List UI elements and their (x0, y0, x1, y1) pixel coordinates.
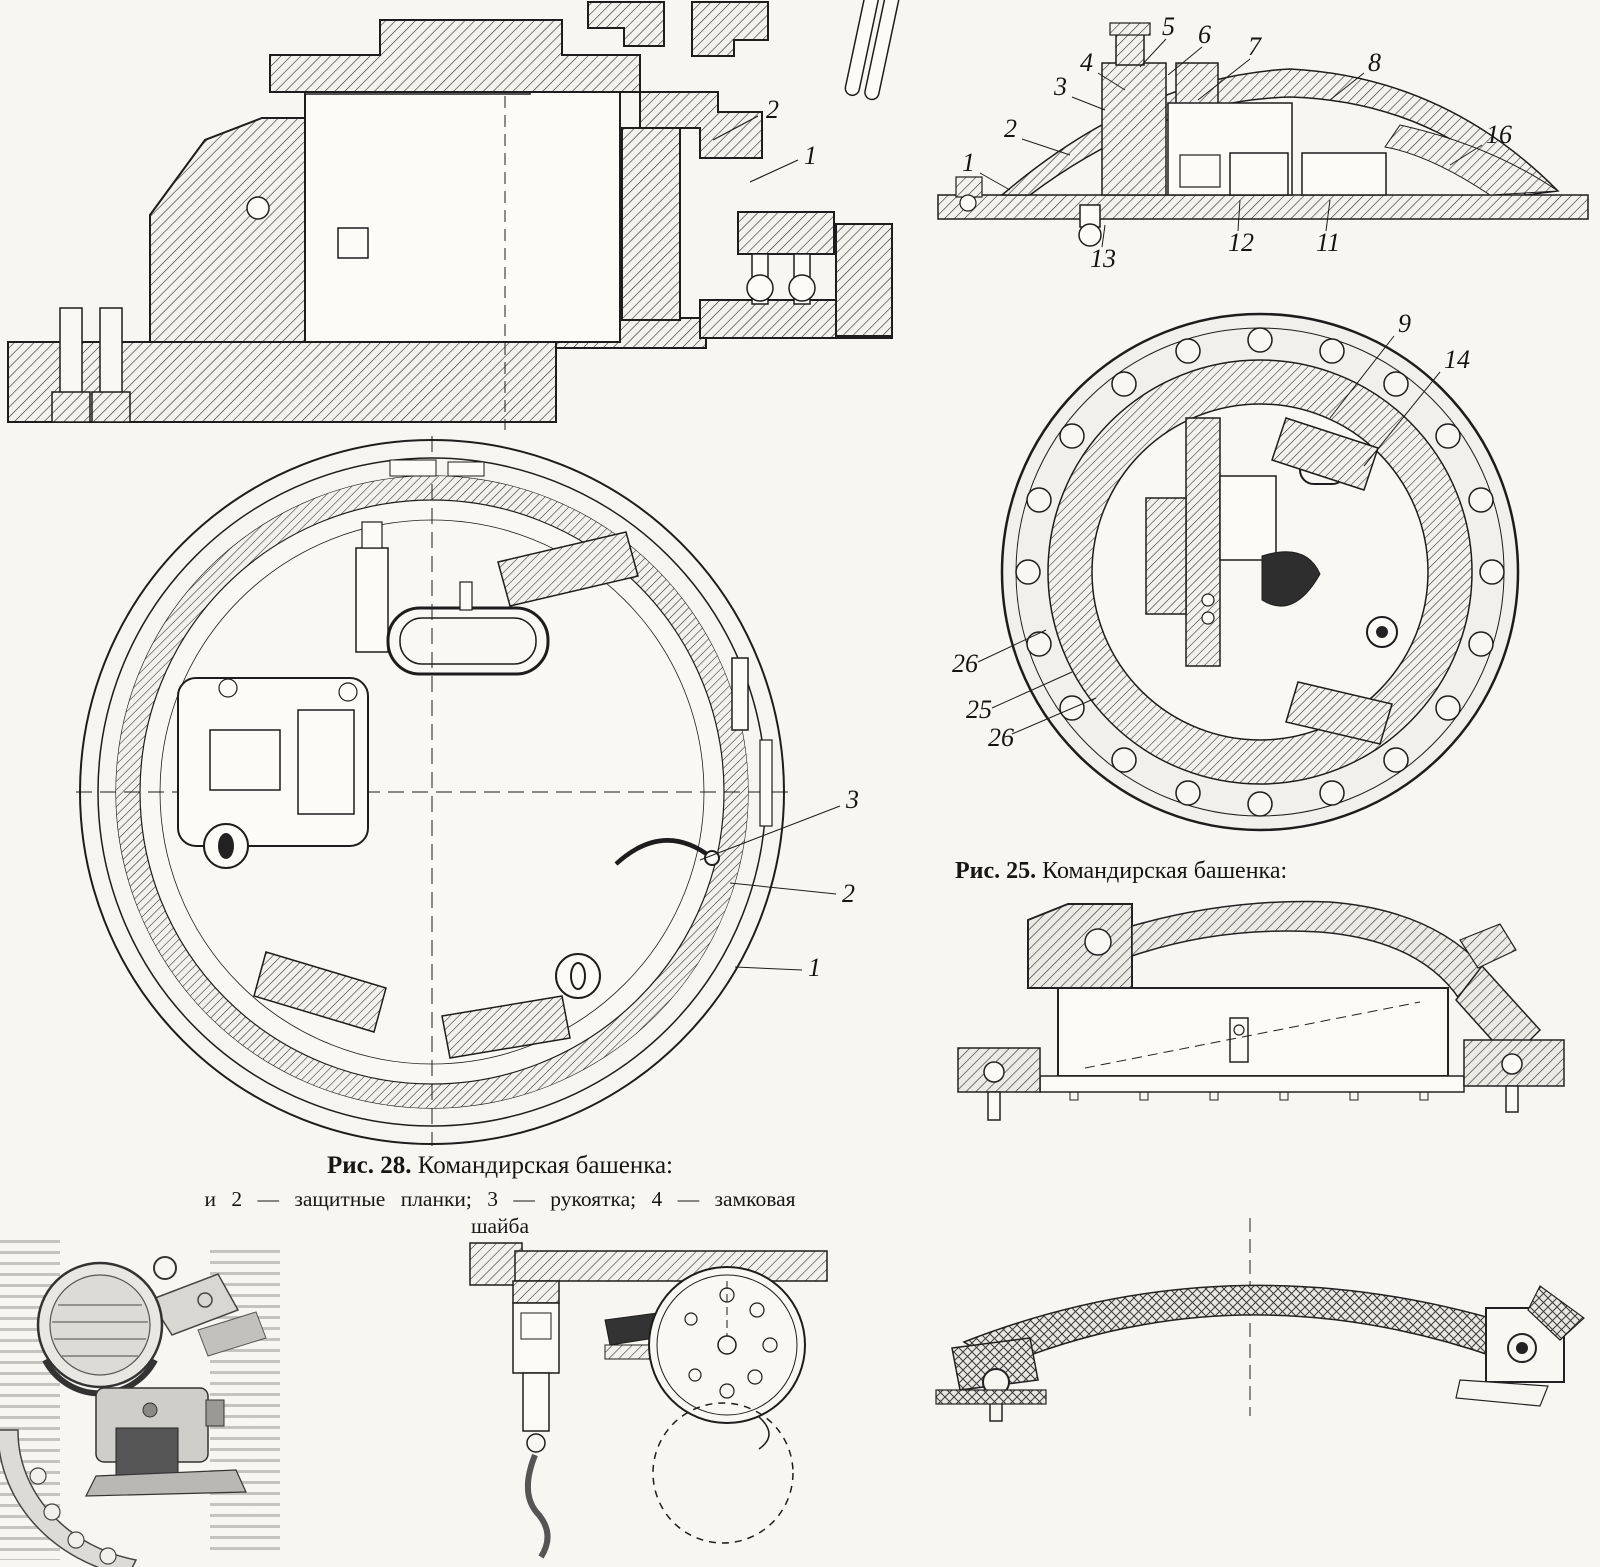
callout-label: 5 (1162, 12, 1175, 41)
callout-label: 3 (1053, 72, 1067, 101)
fig28-plan-geometry (76, 436, 841, 1146)
callout-label: 2 (1004, 114, 1017, 143)
callout-label: 1 (808, 953, 821, 982)
callout-label: 2 (766, 95, 779, 124)
callout-label: 4 (1080, 48, 1093, 77)
callout-label: 3 (845, 785, 859, 814)
mount-drawing (469, 1242, 828, 1559)
searchlight-illustration (0, 1256, 267, 1567)
fig25-plan-drawing: 9 14 26 25 26 (952, 309, 1520, 832)
fig25-caption-label: Рис. 25. (955, 858, 1037, 884)
fig25-section-geometry (937, 22, 1589, 248)
cupola-section-drawing-2 (935, 1218, 1585, 1422)
callout-label: 2 (842, 879, 855, 908)
fig28-caption: Рис. 28. Командирская башенка: и 2 — защ… (140, 1152, 860, 1240)
callout-label: 16 (1486, 120, 1512, 149)
callout-label: 13 (1090, 244, 1116, 273)
fig28-caption-body: и 2 — защитные планки; 3 — рукоятка; 4 —… (204, 1187, 796, 1211)
callout-label: 12 (1228, 228, 1254, 257)
fig28-caption-body2: шайба (470, 1213, 530, 1238)
callout-label: 26 (988, 723, 1014, 752)
cupola-section1-geometry (957, 900, 1565, 1121)
mount-geometry (469, 1242, 828, 1559)
searchlight-geometry (0, 1256, 267, 1567)
callout-label: 6 (1198, 20, 1211, 49)
cupola-section-drawing-1 (957, 900, 1565, 1121)
callout-label: 7 (1248, 32, 1262, 61)
callout-label: 25 (966, 695, 992, 724)
fig25-plan-geometry (977, 312, 1520, 832)
fig25-caption: Рис. 25. Командирская башенка: (955, 858, 1555, 885)
callout-label: 14 (1444, 345, 1470, 374)
fig28-plan-drawing: 3 2 1 (76, 436, 859, 1146)
fig28-caption-label: Рис. 28. (326, 1152, 412, 1179)
callout-label: 1 (804, 141, 817, 170)
fig28-section-geometry (7, 0, 900, 430)
callout-label: 9 (1398, 309, 1411, 338)
fig28-section-drawing: 2 1 (7, 0, 900, 430)
cupola-section2-geometry (935, 1218, 1585, 1422)
callout-label: 1 (962, 148, 975, 177)
fig28-caption-title: Командирская башенка: (417, 1152, 674, 1179)
fig25-caption-title: Командирская башенка: (1042, 858, 1288, 884)
callout-label: 26 (952, 649, 978, 678)
fig25-section-drawing: 5 6 7 4 3 2 1 8 16 13 12 11 (937, 12, 1589, 273)
callout-label: 11 (1316, 228, 1340, 257)
callout-label: 8 (1368, 48, 1381, 77)
